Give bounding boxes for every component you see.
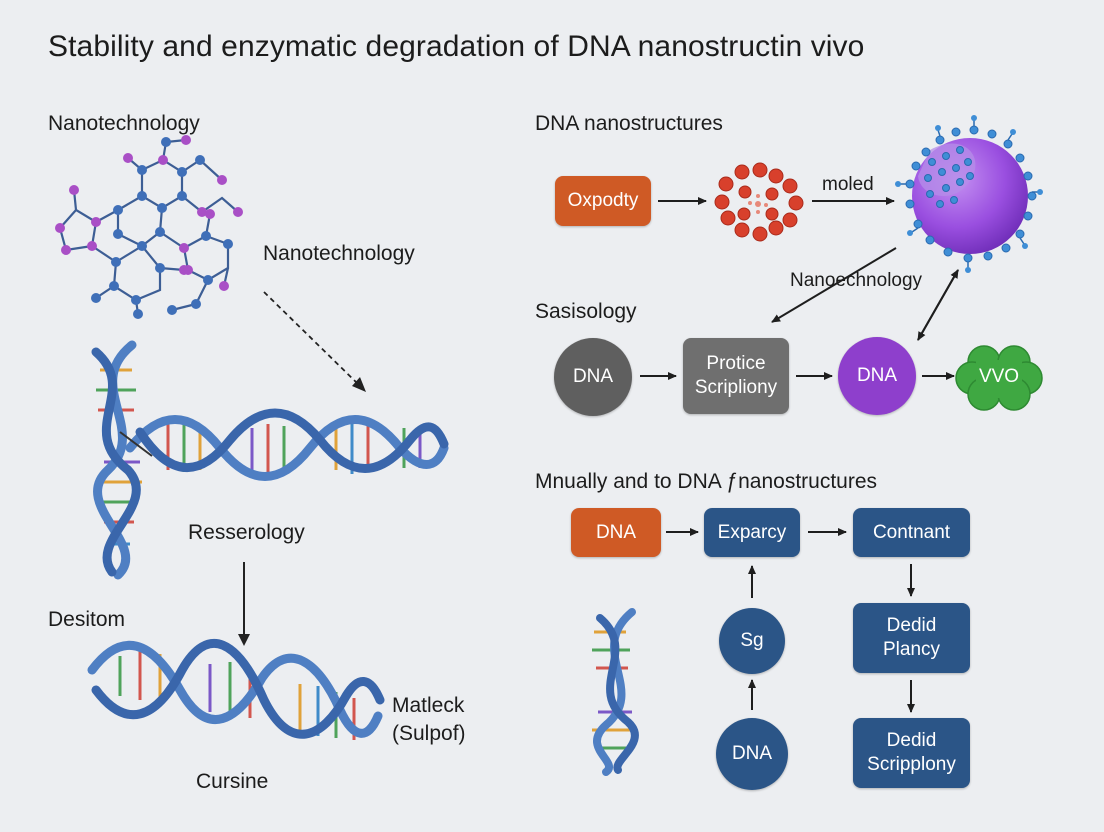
heading-dna-nanostructures: DNA nanostructures xyxy=(535,112,723,135)
box-oxpodty: Oxpodty xyxy=(555,176,651,226)
label-matleck: Matleck xyxy=(392,694,465,717)
node-sg: Sg xyxy=(719,608,785,674)
heading-sasisology: Sasisology xyxy=(535,300,637,323)
node-vvo: VVO xyxy=(978,366,1020,387)
box-dedid-scripplony-line2: Scripplony xyxy=(867,754,956,775)
heading-mnually: Mnually and to DNA ƒnanostructures xyxy=(535,470,878,493)
box-contnant: Contnant xyxy=(853,508,970,557)
page-title: Stability and enzymatic degradation of D… xyxy=(48,30,865,63)
box-dedid-plancy: Dedid Plancy xyxy=(853,603,970,673)
box-protice-scriplony: Protice Scripliony xyxy=(683,338,789,414)
label-nanoechnology: Nanoechnology xyxy=(790,270,923,291)
box-dedid-plancy-line1: Dedid xyxy=(886,615,937,636)
box-exparcy: Exparcy xyxy=(704,508,800,557)
box-protice-line1: Protice xyxy=(706,353,766,374)
label-moled: moled xyxy=(822,174,874,195)
node-dna-gray: DNA xyxy=(554,338,632,416)
box-protice-line2: Scripliony xyxy=(694,377,778,398)
box-dedid-scripplony: Dedid Scripplony xyxy=(853,718,970,788)
box-dedid-scripplony-line1: Dedid xyxy=(886,730,937,751)
label-resserology: Resserology xyxy=(188,521,305,544)
heading-nanotechnology: Nanotechnology xyxy=(48,112,200,135)
label-sulpof: (Sulpof) xyxy=(392,722,466,745)
label-cursine: Cursine xyxy=(196,770,269,793)
node-dna-purple: DNA xyxy=(838,337,916,415)
box-dna-orange: DNA xyxy=(571,508,661,557)
label-nanotechnology: Nanotechnology xyxy=(263,242,415,265)
box-dedid-plancy-line2: Plancy xyxy=(882,639,941,660)
node-dna-navy: DNA xyxy=(716,718,788,790)
heading-desitom: Desitom xyxy=(48,608,126,631)
